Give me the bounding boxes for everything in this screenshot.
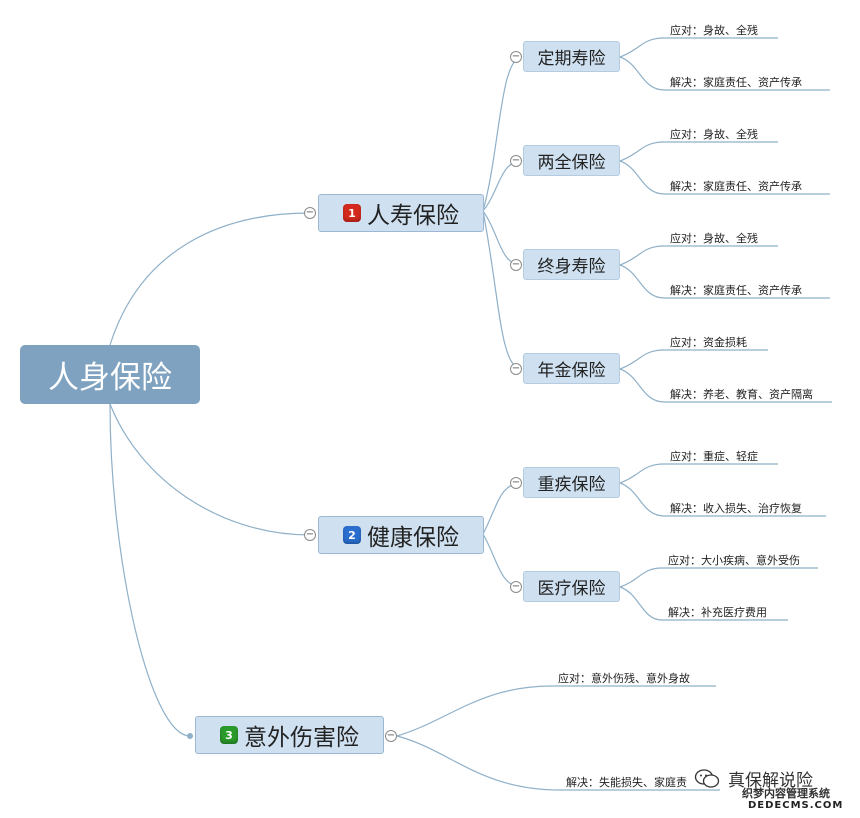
leaf-solve[interactable]: 解决：养老、教育、资产隔离 [670, 388, 813, 401]
main-node-label: 意外伤害险 [244, 725, 359, 751]
leaf-cope[interactable]: 应对：意外伤残、意外身故 [558, 672, 690, 685]
collapse-icon[interactable]: − [510, 51, 522, 63]
priority-2-icon: 2 [343, 526, 361, 544]
leaf-solve[interactable]: 解决：收入损失、治疗恢复 [670, 502, 802, 515]
sub-node-label: 终身寿险 [537, 257, 606, 277]
leaf-solve[interactable]: 解决：家庭责任、资产传承 [670, 76, 802, 89]
collapse-icon[interactable]: − [510, 259, 522, 271]
leaf-cope[interactable]: 应对：身故、全残 [670, 232, 758, 245]
main-node-life[interactable]: 1 人寿保险 [318, 194, 484, 232]
leaf-cope[interactable]: 应对：身故、全残 [670, 24, 758, 37]
sub-node-label: 医疗保险 [537, 579, 606, 599]
leaf-solve[interactable]: 解决：家庭责任、资产传承 [670, 180, 802, 193]
sub-node-label: 两全保险 [537, 153, 606, 173]
priority-1-icon: 1 [343, 204, 361, 222]
sub-node-label: 年金保险 [537, 361, 606, 381]
leaf-cope[interactable]: 应对：资金损耗 [670, 336, 747, 349]
sub-node-critical-illness[interactable]: 重疾保险 [523, 467, 620, 498]
sub-node-label: 重疾保险 [537, 475, 606, 495]
leaf-solve[interactable]: 解决：失能损失、家庭责 [566, 776, 687, 789]
collapse-icon[interactable]: − [510, 581, 522, 593]
priority-3-icon: 3 [220, 726, 238, 744]
watermark-url: DEDECMS.COM [748, 800, 844, 811]
leaf-cope[interactable]: 应对：身故、全残 [670, 128, 758, 141]
collapse-icon[interactable]: − [510, 477, 522, 489]
sub-node-annuity[interactable]: 年金保险 [523, 353, 620, 384]
collapse-icon[interactable]: − [304, 207, 316, 219]
leaf-cope[interactable]: 应对：重症、轻症 [670, 450, 758, 463]
main-node-accident[interactable]: 3 意外伤害险 [195, 716, 384, 754]
sub-node-whole-life[interactable]: 终身寿险 [523, 249, 620, 280]
collapse-icon[interactable]: − [510, 155, 522, 167]
main-node-label: 人寿保险 [367, 203, 459, 229]
sub-node-endowment[interactable]: 两全保险 [523, 145, 620, 176]
watermark-text: 真保解说险 [728, 771, 813, 791]
sub-node-term-life[interactable]: 定期寿险 [523, 41, 620, 72]
collapse-icon[interactable]: − [304, 529, 316, 541]
collapse-icon[interactable]: − [510, 363, 522, 375]
leaf-cope[interactable]: 应对：大小疾病、意外受伤 [668, 554, 800, 567]
root-label: 人身保险 [48, 360, 172, 396]
leaf-solve[interactable]: 解决：补充医疗费用 [668, 606, 767, 619]
main-node-label: 健康保险 [367, 525, 459, 551]
watermark-cms: 织梦内容管理系统 [742, 787, 830, 800]
root-node[interactable]: 人身保险 [20, 345, 200, 404]
wechat-icon [694, 769, 720, 788]
sub-node-medical[interactable]: 医疗保险 [523, 571, 620, 602]
collapse-icon[interactable]: − [385, 730, 397, 742]
main-node-health[interactable]: 2 健康保险 [318, 516, 484, 554]
sub-node-label: 定期寿险 [537, 49, 606, 69]
leaf-solve[interactable]: 解决：家庭责任、资产传承 [670, 284, 802, 297]
